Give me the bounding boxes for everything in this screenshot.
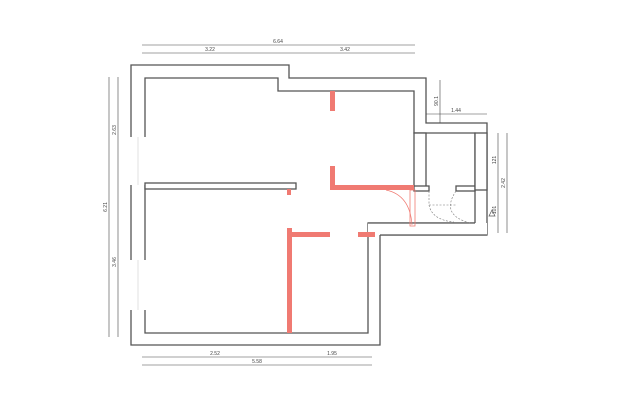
new-wall bbox=[330, 185, 414, 190]
entrance-arrow-icon bbox=[488, 209, 496, 217]
dimension-left: 6.21 2.63 3.46 bbox=[103, 77, 119, 337]
dim-label: 1.44 bbox=[451, 108, 461, 114]
dim-label: 5.58 bbox=[252, 359, 262, 365]
new-wall bbox=[358, 232, 375, 237]
dim-label: 6.21 bbox=[103, 202, 109, 212]
dimension-bottom: 2.52 1.95 5.58 bbox=[142, 351, 372, 366]
entry-door-arc bbox=[385, 189, 413, 226]
dim-label: 1.95 bbox=[327, 351, 337, 357]
new-wall bbox=[287, 232, 330, 237]
dim-label: 3.46 bbox=[112, 257, 118, 267]
dim-label: 3.42 bbox=[340, 47, 350, 53]
dimension-top: 6.64 3.22 3.42 bbox=[142, 39, 415, 54]
dim-label: 2.52 bbox=[210, 351, 220, 357]
dim-label: 3.22 bbox=[205, 47, 215, 53]
bathroom-wall-left bbox=[413, 132, 427, 191]
dim-label: 90.1 bbox=[434, 96, 440, 106]
new-wall bbox=[330, 91, 335, 111]
dim-label: 2.42 bbox=[501, 178, 507, 188]
dimension-right: 90.1 1.44 121 101 2.42 bbox=[426, 80, 508, 233]
dim-label: 121 bbox=[492, 156, 498, 165]
partition-wall bbox=[144, 182, 297, 190]
new-wall bbox=[287, 228, 292, 333]
dim-label: 2.63 bbox=[112, 125, 118, 135]
new-wall bbox=[330, 166, 335, 188]
dim-label: 101 bbox=[492, 206, 498, 215]
new-wall bbox=[287, 189, 291, 195]
dim-label: 6.64 bbox=[273, 39, 283, 45]
